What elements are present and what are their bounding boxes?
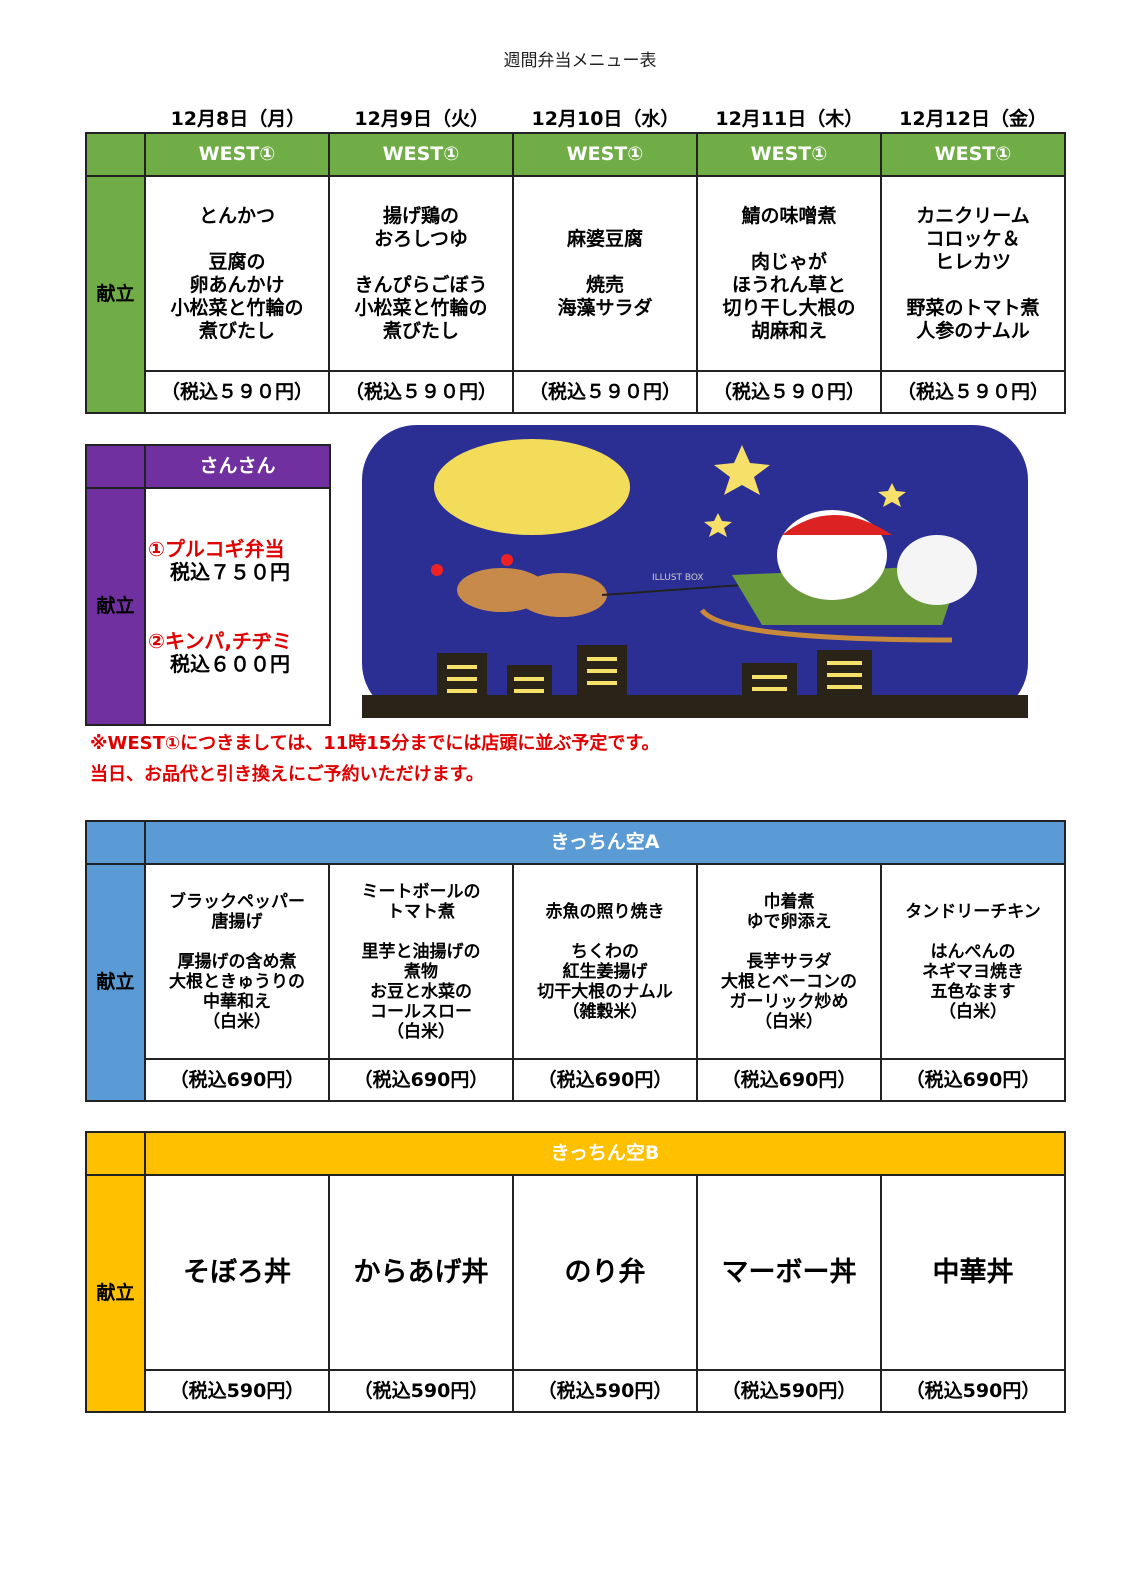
column-header: WEST① bbox=[512, 132, 698, 177]
sansan-item-1: ①プルコギ弁当 bbox=[148, 536, 285, 561]
christmas-santa-illustration: ILLUST BOX bbox=[362, 425, 1028, 718]
watermark: ILLUST BOX bbox=[652, 573, 704, 583]
price: （税込590円） bbox=[144, 1369, 330, 1413]
menu-item: 巾着煮 ゆで卵添え 長芋サラダ 大根とベーコンの ガーリック炒め （白米） bbox=[721, 891, 857, 1032]
menu-item: 赤魚の照り焼き ちくわの 紅生姜揚げ 切干大根のナムル （雑穀米） bbox=[537, 901, 673, 1022]
price: （税込５９０円） bbox=[328, 370, 514, 414]
sansan-item-2: ②キンパ,チヂミ bbox=[148, 628, 292, 653]
price: （税込690円） bbox=[144, 1058, 330, 1102]
menu-item: ブラックペッパー 唐揚げ 厚揚げの含め煮 大根ときゅうりの 中華和え （白米） bbox=[169, 891, 305, 1032]
price: （税込590円） bbox=[512, 1369, 698, 1413]
date-label: 12月10日（水） bbox=[531, 108, 680, 130]
row-label: 献立 bbox=[85, 487, 146, 726]
date-label: 12月12日（金） bbox=[899, 108, 1048, 130]
sansan-price-2: 税込６００円 bbox=[170, 651, 290, 676]
menu-item: からあげ丼 bbox=[353, 1257, 489, 1288]
menu-item: カニクリーム コロッケ＆ ヒレカツ 野菜のトマト煮 人参のナムル bbox=[906, 204, 1040, 342]
date-label: 12月9日（火） bbox=[354, 108, 490, 130]
sansan-price-1: 税込７５０円 bbox=[170, 559, 290, 584]
price: （税込590円） bbox=[328, 1369, 514, 1413]
row-label: 献立 bbox=[85, 863, 146, 1102]
menu-item: 鯖の味噌煮 肉じゃが ほうれん草と 切り干し大根の 胡麻和え bbox=[722, 204, 856, 342]
section-header: きっちん空A bbox=[144, 820, 1066, 865]
notice-line-2: 当日、お品代と引き換えにご予約いただけます。 bbox=[90, 764, 484, 785]
price: （税込５９０円） bbox=[512, 370, 698, 414]
menu-item: そぼろ丼 bbox=[183, 1257, 291, 1288]
menu-item: 揚げ鶏の おろしつゆ きんぴらごぼう 小松菜と竹輪の 煮びたし bbox=[354, 204, 488, 342]
column-header: WEST① bbox=[696, 132, 882, 177]
date-label: 12月8日（月） bbox=[170, 108, 306, 130]
price: （税込５９０円） bbox=[880, 370, 1066, 414]
sansan-header: さんさん bbox=[144, 444, 331, 489]
price: （税込690円） bbox=[696, 1058, 882, 1102]
star-icon bbox=[714, 445, 770, 495]
menu-item: ミートボールの トマト煮 里芋と油揚げの 煮物 お豆と水菜の コールスロー （白… bbox=[361, 881, 481, 1042]
menu-item: 麻婆豆腐 焼売 海藻サラダ bbox=[557, 227, 653, 319]
menu-item: のり弁 bbox=[564, 1257, 646, 1288]
menu-item: タンドリーチキン はんぺんの ネギマヨ焼き 五色なます （白米） bbox=[905, 901, 1041, 1022]
moon-icon bbox=[434, 439, 630, 535]
menu-item: マーボー丼 bbox=[721, 1257, 857, 1288]
date-label: 12月11日（木） bbox=[715, 108, 864, 130]
price: （税込５９０円） bbox=[144, 370, 330, 414]
menu-item: とんかつ 豆腐の 卵あんかけ 小松菜と竹輪の 煮びたし bbox=[170, 204, 304, 342]
column-header: WEST① bbox=[144, 132, 330, 177]
row-label: 献立 bbox=[85, 175, 146, 414]
price: （税込590円） bbox=[880, 1369, 1066, 1413]
menu-item: 中華丼 bbox=[932, 1257, 1014, 1288]
section-header: きっちん空B bbox=[144, 1131, 1066, 1176]
column-header: WEST① bbox=[328, 132, 514, 177]
price: （税込690円） bbox=[880, 1058, 1066, 1102]
price: （税込５９０円） bbox=[696, 370, 882, 414]
notice-line-1: ※WEST①につきましては、11時15分までには店頭に並ぶ予定です。 bbox=[90, 733, 660, 754]
notice: ※WEST①につきましては、11時15分までには店頭に並ぶ予定です。 当日、お品… bbox=[90, 728, 660, 790]
price: （税込690円） bbox=[512, 1058, 698, 1102]
date-row: 12月8日（月） 12月9日（火） 12月10日（水） 12月11日（木） 12月12日… bbox=[146, 104, 1065, 131]
row-label: 献立 bbox=[85, 1174, 146, 1413]
price: （税込590円） bbox=[696, 1369, 882, 1413]
page-title: 週間弁当メニュー表 bbox=[503, 51, 657, 71]
price: （税込690円） bbox=[328, 1058, 514, 1102]
column-header: WEST① bbox=[880, 132, 1066, 177]
sansan-table: さんさん 献立 ①プルコギ弁当 税込７５０円 ②キンパ,チヂミ 税込６００円 bbox=[85, 444, 331, 726]
